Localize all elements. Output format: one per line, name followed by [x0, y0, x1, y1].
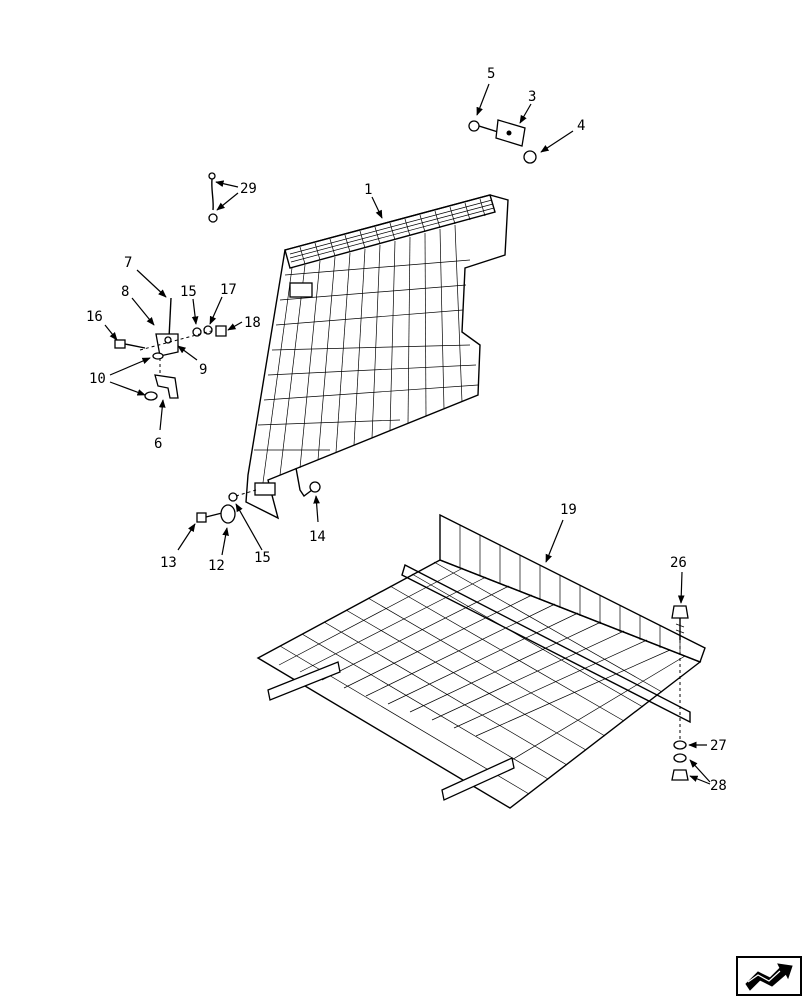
lower-hinge-hardware [196, 489, 257, 524]
cable-part [208, 172, 218, 223]
next-page-arrow-icon [736, 956, 802, 996]
callout-3: 3 [528, 89, 536, 105]
callout-14: 14 [309, 529, 326, 545]
bolt-16-part [114, 339, 146, 349]
callout-5: 5 [487, 66, 495, 82]
bolt-plate-nut-assembly [468, 119, 537, 164]
lower-screen-part [256, 513, 706, 809]
callout-10: 10 [89, 371, 106, 387]
callout-18: 18 [244, 315, 261, 331]
hardware-parts [114, 119, 689, 781]
leader-arrows [104, 83, 711, 785]
callout-9: 9 [199, 362, 207, 378]
callout-29: 29 [240, 181, 257, 197]
callout-12: 12 [208, 558, 225, 574]
callout-7: 7 [124, 255, 132, 271]
callout-13: 13 [160, 555, 177, 571]
callout-6: 6 [154, 436, 162, 452]
callout-27: 27 [710, 738, 727, 754]
next-page-button[interactable] [736, 956, 802, 996]
callout-28: 28 [710, 778, 727, 794]
callout-19: 19 [560, 502, 577, 518]
upper-screen-part [245, 194, 509, 520]
callout-labels: 1 3 4 5 6 7 8 9 10 12 13 14 15 15 16 17 … [86, 66, 727, 794]
bolt-26-part [671, 605, 689, 640]
callout-26: 26 [670, 555, 687, 571]
callout-16: 16 [86, 309, 103, 325]
callout-1: 1 [364, 182, 372, 198]
callout-4: 4 [577, 118, 585, 134]
callout-17: 17 [220, 282, 237, 298]
callout-15-lower: 15 [254, 550, 271, 566]
callout-8: 8 [121, 284, 129, 300]
callout-15-upper: 15 [180, 284, 197, 300]
